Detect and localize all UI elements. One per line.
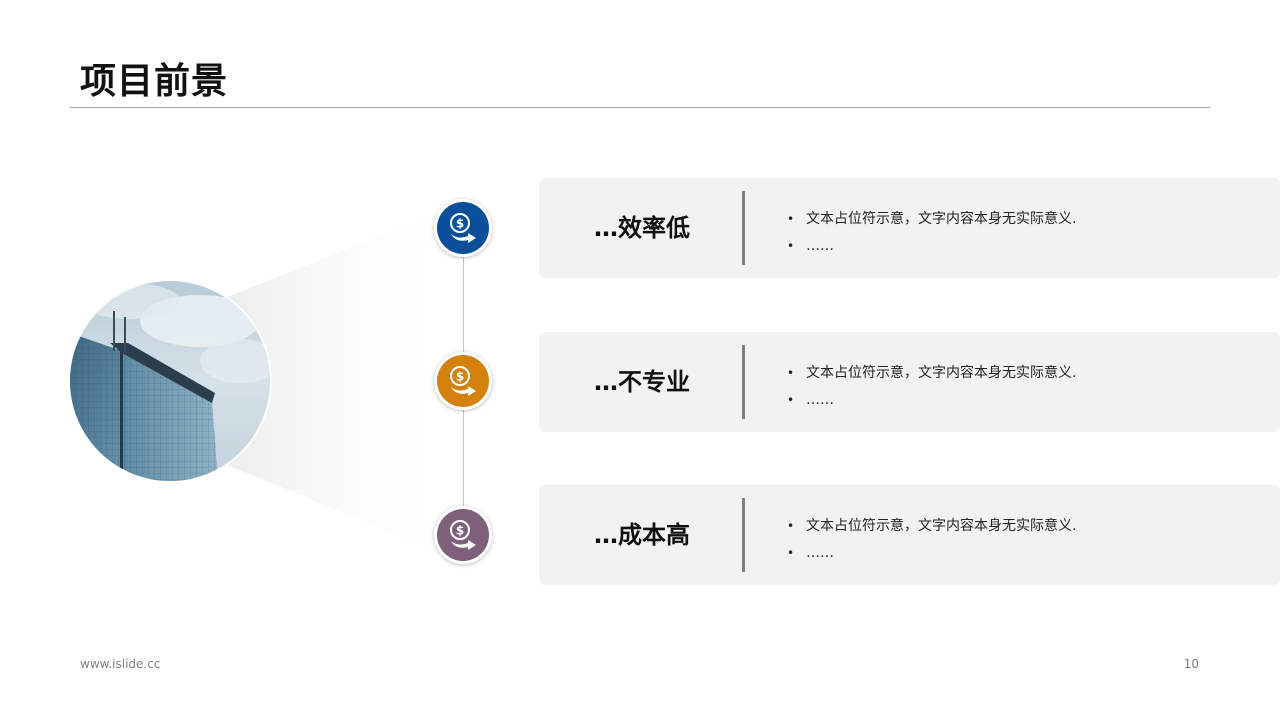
item-2-bullet-list: • 文本占位符示意，文字内容本身无实际意义. • …… xyxy=(787,360,1076,414)
list-item: • …… xyxy=(787,540,1076,567)
list-item: • 文本占位符示意，文字内容本身无实际意义. xyxy=(787,513,1076,540)
item-3-icon-node: $ xyxy=(434,506,492,564)
item-2-separator xyxy=(742,345,745,419)
item-2-card: …不专业 • 文本占位符示意，文字内容本身无实际意义. • …… xyxy=(539,332,1280,432)
footer-url: www.islide.cc xyxy=(80,657,160,671)
item-2-heading: …不专业 xyxy=(539,332,745,432)
building-photo xyxy=(70,281,270,481)
bullet-text: …… xyxy=(806,545,834,561)
bullet-text: 文本占位符示意，文字内容本身无实际意义. xyxy=(806,365,1076,381)
item-3-bullet-list: • 文本占位符示意，文字内容本身无实际意义. • …… xyxy=(787,513,1076,567)
item-3-card: …成本高 • 文本占位符示意，文字内容本身无实际意义. • …… xyxy=(539,485,1280,585)
bullet-marker: • xyxy=(787,513,794,540)
bullet-text: 文本占位符示意，文字内容本身无实际意义. xyxy=(806,211,1076,227)
svg-text:$: $ xyxy=(456,370,464,384)
bullet-marker: • xyxy=(787,233,794,260)
bullet-marker: • xyxy=(787,387,794,414)
item-1-icon-node: $ xyxy=(434,199,492,257)
page-title: 项目前景 xyxy=(80,58,228,106)
item-1-separator xyxy=(742,191,745,265)
list-item: • …… xyxy=(787,233,1076,260)
item-2-icon-node: $ xyxy=(434,352,492,410)
title-divider xyxy=(70,107,1210,108)
bullet-marker: • xyxy=(787,360,794,387)
item-1-bullet-list: • 文本占位符示意，文字内容本身无实际意义. • …… xyxy=(787,206,1076,260)
bullet-text: 文本占位符示意，文字内容本身无实际意义. xyxy=(806,518,1076,534)
page-number: 10 xyxy=(1184,657,1199,671)
item-3-heading: …成本高 xyxy=(539,485,745,585)
list-item: • 文本占位符示意，文字内容本身无实际意义. xyxy=(787,206,1076,233)
bullet-marker: • xyxy=(787,540,794,567)
bullet-text: …… xyxy=(806,238,834,254)
bullet-marker: • xyxy=(787,206,794,233)
bullet-text: …… xyxy=(806,392,834,408)
dollar-hand-icon: $ xyxy=(448,519,478,551)
item-1-heading: …效率低 xyxy=(539,178,745,278)
dollar-hand-icon: $ xyxy=(448,365,478,397)
svg-text:$: $ xyxy=(456,217,464,231)
item-1-card: …效率低 • 文本占位符示意，文字内容本身无实际意义. • …… xyxy=(539,178,1280,278)
dollar-hand-icon: $ xyxy=(448,212,478,244)
svg-text:$: $ xyxy=(456,524,464,538)
list-item: • …… xyxy=(787,387,1076,414)
item-3-separator xyxy=(742,498,745,572)
list-item: • 文本占位符示意，文字内容本身无实际意义. xyxy=(787,360,1076,387)
